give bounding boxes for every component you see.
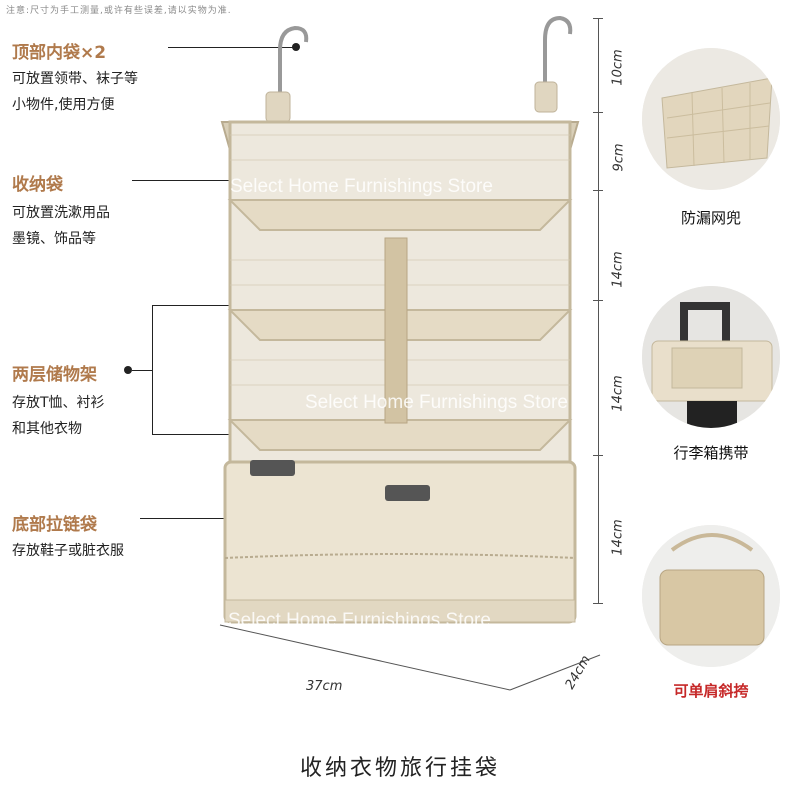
bracket-line — [152, 305, 233, 435]
feature-title-bottom-zipper: 底部拉链袋 — [12, 515, 97, 535]
dim-label-height-2: 9cm — [611, 143, 627, 172]
hanger-hook-icon — [543, 15, 573, 90]
base-dimension-lines — [219, 624, 601, 691]
feature-desc-two-shelves: 存放T恤、衬衫 和其他衣物 — [12, 390, 172, 442]
measurement-note: 注意:尺寸为手工测量,或许有些误差,请以实物为准. — [6, 6, 232, 16]
leader-dot — [124, 366, 132, 374]
dim-label-width: 37cm — [306, 679, 343, 694]
product-title: 收纳衣物旅行挂袋 — [299, 756, 500, 781]
thumb-label-luggage: 行李箱携带 — [673, 444, 749, 462]
desc-line: 可放置洗漱用品 — [12, 205, 110, 221]
desc-line: 小物件,使用方便 — [12, 97, 115, 113]
leader-line — [132, 370, 152, 371]
hanging-organizer-illustration — [220, 15, 580, 624]
hanger-hook-icon — [278, 25, 309, 100]
desc-line: 墨镜、饰品等 — [12, 231, 96, 247]
feature-desc-storage-pocket: 可放置洗漱用品 墨镜、饰品等 — [12, 200, 172, 252]
shoulder-bag-icon — [642, 525, 780, 667]
leader-line — [140, 518, 248, 519]
desc-line: 存放T恤、衬衫 — [12, 395, 105, 411]
feature-title-storage-pocket: 收纳袋 — [12, 175, 63, 195]
thumb-label-shoulder: 可单肩斜挎 — [673, 682, 749, 700]
tick — [593, 603, 603, 604]
feature-title-two-shelves: 两层储物架 — [12, 365, 97, 385]
thumb-label-mesh: 防漏网兜 — [680, 209, 741, 227]
feature-desc-top-pocket: 可放置领带、袜子等 小物件,使用方便 — [12, 66, 172, 118]
tick — [593, 112, 603, 113]
dim-label-height-5: 14cm — [610, 519, 626, 556]
watermark-text: Select Home Furnishings Store — [230, 176, 493, 197]
dim-label-height-4: 14cm — [610, 375, 626, 412]
feature-title-top-pocket: 顶部内袋×2 — [12, 43, 107, 63]
detail-thumbnail-mesh — [642, 48, 780, 190]
watermark-text: Select Home Furnishings Store — [305, 392, 568, 413]
tick — [593, 18, 603, 19]
tick — [593, 300, 603, 301]
feature-desc-bottom-zipper: 存放鞋子或脏衣服 — [12, 538, 172, 564]
leader-line — [168, 47, 296, 48]
detail-thumbnail-luggage — [642, 286, 780, 428]
height-dimension-line — [598, 18, 599, 603]
watermark-text: Select Home Furnishings Store — [228, 610, 491, 631]
leader-line — [132, 180, 232, 181]
desc-line: 存放鞋子或脏衣服 — [12, 543, 124, 559]
tick — [593, 455, 603, 456]
leader-dot — [292, 43, 300, 51]
dim-label-height-3: 14cm — [610, 251, 626, 288]
detail-thumbnail-shoulder — [642, 525, 780, 667]
desc-line: 可放置领带、袜子等 — [12, 71, 138, 87]
dim-label-height-1: 10cm — [610, 49, 626, 86]
luggage-sleeve-icon — [642, 286, 780, 428]
tick — [593, 190, 603, 191]
mesh-pocket-icon — [642, 48, 780, 190]
desc-line: 和其他衣物 — [12, 421, 82, 437]
